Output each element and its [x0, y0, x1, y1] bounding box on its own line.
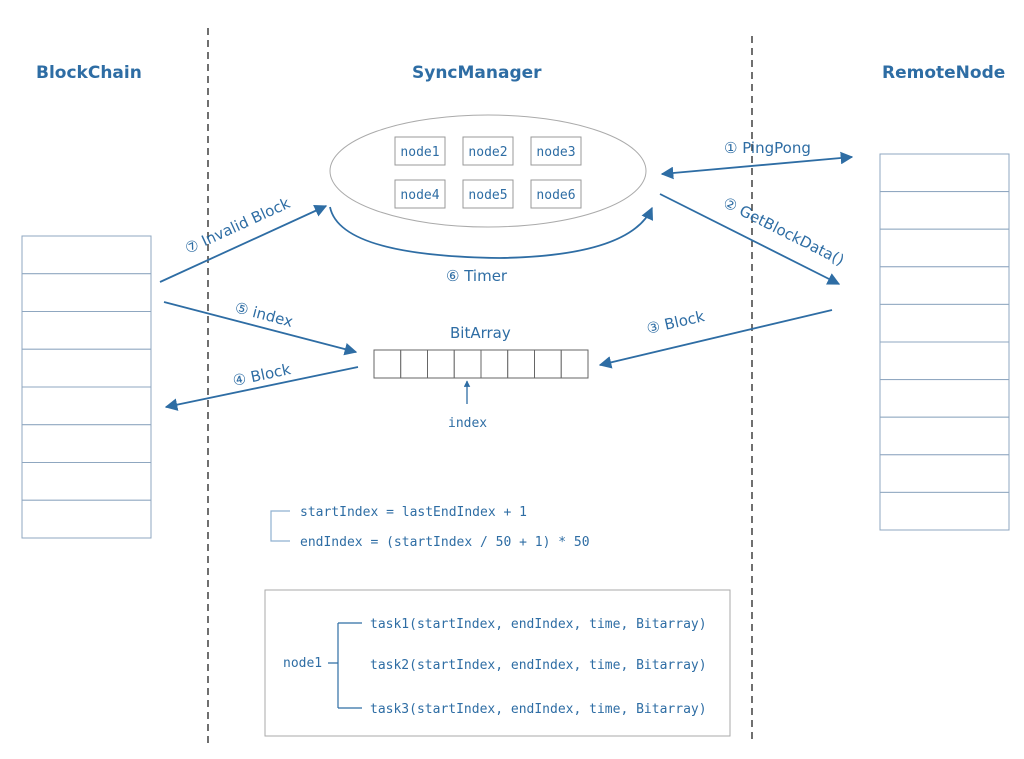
remotenode-row [879, 454, 1010, 493]
blockchain-row [21, 273, 152, 312]
bitarray-cell [534, 349, 562, 379]
pingpong-label: ① PingPong [724, 139, 811, 157]
blockchain-row [21, 348, 152, 388]
task-item-3: task3(startIndex, endIndex, time, Bitarr… [370, 702, 707, 717]
index-label: ⑤ index [233, 298, 295, 330]
bitarray-cell [453, 349, 482, 379]
node-label-5: node5 [468, 188, 507, 203]
formula-start: startIndex = lastEndIndex + 1 [300, 505, 527, 520]
node-label-2: node2 [468, 145, 507, 160]
blockchain-row [21, 235, 152, 275]
node-label-1: node1 [400, 145, 439, 160]
remotenode-row [879, 191, 1010, 230]
getblockdata-arrow [659, 193, 841, 285]
timer-label: ⑥ Timer [446, 267, 508, 285]
node-label-6: node6 [536, 188, 575, 203]
remotenode-row [879, 491, 1010, 531]
block-in-label: ③ Block [645, 307, 707, 338]
remotenode-row [879, 379, 1010, 418]
node-label-4: node4 [400, 188, 439, 203]
bitarray [373, 349, 589, 379]
blockchain-row [21, 311, 152, 350]
remotenode-stack [879, 153, 1010, 531]
blockchain-stack [21, 235, 152, 539]
blockchain-row [21, 386, 152, 426]
node-grid: node1 node2 node3 node4 node5 node6 [394, 136, 582, 209]
node-box-5 [462, 179, 514, 209]
column-title-syncmanager: SyncManager [412, 63, 542, 83]
timer-loop-arrow [329, 206, 653, 259]
bitarray-cell [427, 349, 455, 379]
invalid-block-label: ⑦ Invalid Block [182, 194, 293, 258]
block-out-arrow [164, 366, 359, 411]
task-box [264, 589, 731, 737]
bitarray-title: BitArray [450, 324, 511, 342]
blockchain-row [21, 462, 152, 501]
remotenode-row [879, 303, 1010, 343]
node-label-3: node3 [536, 145, 575, 160]
bitarray-cell [480, 349, 509, 379]
node-box-1 [394, 136, 446, 166]
formula-bracket [270, 510, 290, 542]
index-pointer-label: index [448, 416, 487, 431]
node-box-2 [462, 136, 514, 166]
node-box-4 [394, 179, 446, 209]
bitarray-cell [400, 349, 428, 379]
node-box-6 [530, 179, 582, 209]
remotenode-row [879, 341, 1010, 381]
column-title-remotenode: RemoteNode [882, 63, 1005, 83]
getblockdata-label: ② GetBlockData() [720, 193, 847, 269]
node-pool-ellipse [329, 114, 647, 228]
task-node-label: node1 [283, 656, 322, 671]
invalid-block-arrow [159, 204, 328, 283]
blockchain-row [21, 424, 152, 463]
index-arrow [163, 301, 358, 356]
block-out-label: ④ Block [231, 360, 293, 390]
remotenode-row [879, 266, 1010, 305]
blockchain-row [21, 499, 152, 539]
remotenode-row [879, 153, 1010, 193]
formula-end: endIndex = (startIndex / 50 + 1) * 50 [300, 535, 590, 550]
task-item-1: task1(startIndex, endIndex, time, Bitarr… [370, 617, 707, 632]
node-box-3 [530, 136, 582, 166]
column-title-blockchain: BlockChain [36, 63, 142, 83]
task-tree-lines [328, 622, 362, 709]
bitarray-cell [560, 349, 589, 379]
task-item-2: task2(startIndex, endIndex, time, Bitarr… [370, 658, 707, 673]
remotenode-row [879, 228, 1010, 268]
bitarray-cell [373, 349, 402, 379]
block-in-arrow [598, 309, 833, 369]
bitarray-cell [507, 349, 535, 379]
pingpong-arrow [660, 151, 854, 180]
remotenode-row [879, 416, 1010, 456]
